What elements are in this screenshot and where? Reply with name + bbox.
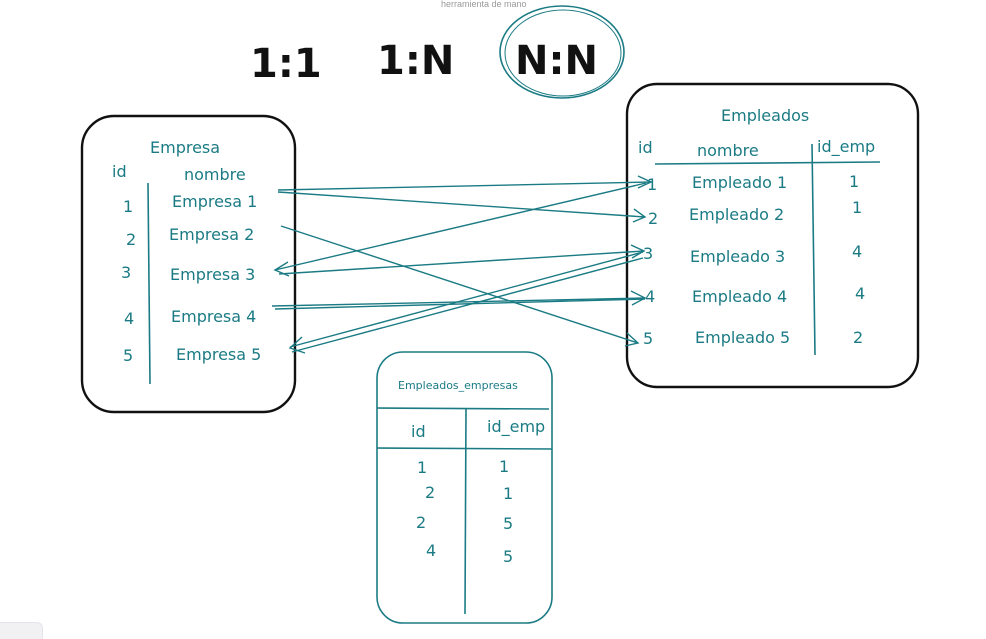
empleados-title: Empleados bbox=[721, 106, 809, 125]
empleados-id-emp: 2 bbox=[853, 328, 863, 347]
junction-id: 1 bbox=[417, 458, 427, 477]
empleados-id: 1 bbox=[647, 175, 657, 194]
junction-header-id: id bbox=[411, 422, 426, 441]
empleados-id-emp: 1 bbox=[852, 198, 862, 217]
connection-arrow bbox=[274, 182, 647, 271]
empresa-header-nombre: nombre bbox=[184, 165, 246, 184]
junction-id: 2 bbox=[416, 513, 426, 532]
empleados-box bbox=[625, 82, 920, 389]
empleados-header-id: id bbox=[638, 138, 653, 157]
junction-id-emp: 1 bbox=[503, 484, 513, 503]
empresa-nombre: Empresa 2 bbox=[169, 225, 254, 244]
hint-text: herramienta de mano bbox=[441, 0, 527, 9]
connection-arrow bbox=[289, 251, 644, 348]
empleados-id: 2 bbox=[648, 209, 658, 228]
junction-header-id-emp: id_emp bbox=[487, 417, 545, 437]
relation-1-n: 1:N bbox=[377, 38, 454, 84]
arrowhead bbox=[624, 332, 640, 347]
relation-1-1: 1:1 bbox=[250, 41, 322, 87]
arrowhead bbox=[288, 336, 306, 354]
selected-relation-circle-inner bbox=[504, 9, 622, 97]
junction-divider bbox=[464, 408, 467, 615]
empresa-id: 5 bbox=[123, 346, 133, 365]
empleados-id-emp: 4 bbox=[852, 242, 862, 261]
empresa-id: 1 bbox=[123, 197, 133, 216]
empleados-nombre: Empleado 3 bbox=[690, 247, 785, 266]
empleados-nombre: Empleado 1 bbox=[692, 173, 787, 192]
empresa-divider bbox=[147, 182, 151, 385]
toolbar-toggle-button[interactable] bbox=[0, 622, 43, 639]
empleados-id-emp: 4 bbox=[855, 284, 865, 303]
relation-n-n: N:N bbox=[515, 38, 598, 84]
empresa-nombre: Empresa 5 bbox=[176, 345, 261, 364]
empresa-id: 3 bbox=[121, 263, 131, 282]
empresa-box bbox=[80, 114, 297, 414]
empleados-header-line bbox=[654, 161, 881, 165]
empresa-title: Empresa bbox=[150, 138, 220, 157]
empresa-nombre: Empresa 1 bbox=[172, 192, 257, 211]
arrowhead bbox=[630, 244, 646, 259]
empleados-nombre: Empleado 2 bbox=[689, 205, 784, 224]
connection-arrow bbox=[291, 257, 644, 353]
empleados-header-nombre: nombre bbox=[697, 141, 759, 160]
junction-box bbox=[376, 351, 553, 624]
arrowhead bbox=[637, 175, 653, 189]
empresa-id: 2 bbox=[126, 230, 136, 249]
connection-arrow bbox=[277, 181, 652, 191]
empleados-id: 4 bbox=[645, 287, 655, 306]
empresa-id: 4 bbox=[124, 309, 134, 328]
connection-arrow bbox=[278, 250, 645, 275]
junction-id: 2 bbox=[425, 483, 435, 502]
junction-title: Empleados_empresas bbox=[398, 379, 518, 392]
connection-arrow bbox=[277, 191, 646, 218]
arrowhead bbox=[630, 290, 647, 306]
selected-relation-circle bbox=[499, 5, 625, 99]
empresa-header-id: id bbox=[112, 162, 127, 181]
junction-header-line bbox=[376, 447, 553, 450]
empleados-nombre: Empleado 5 bbox=[695, 328, 790, 347]
empresa-nombre: Empresa 4 bbox=[171, 307, 256, 326]
empresa-nombre: Empresa 3 bbox=[170, 265, 255, 284]
empleados-id-emp: 1 bbox=[849, 172, 859, 191]
junction-id-emp: 5 bbox=[503, 547, 513, 566]
junction-id-emp: 5 bbox=[503, 514, 513, 533]
empleados-header-id-emp: id_emp bbox=[817, 137, 875, 157]
connection-arrow bbox=[280, 225, 639, 344]
empleados-divider bbox=[811, 143, 816, 356]
empleados-nombre: Empleado 4 bbox=[692, 287, 787, 306]
junction-id: 4 bbox=[426, 541, 436, 560]
empleados-id: 3 bbox=[643, 244, 653, 263]
junction-title-line bbox=[376, 407, 550, 410]
junction-id-emp: 1 bbox=[499, 457, 509, 476]
connection-arrow bbox=[274, 298, 646, 310]
empleados-id: 5 bbox=[643, 329, 653, 348]
arrowhead bbox=[632, 208, 647, 223]
